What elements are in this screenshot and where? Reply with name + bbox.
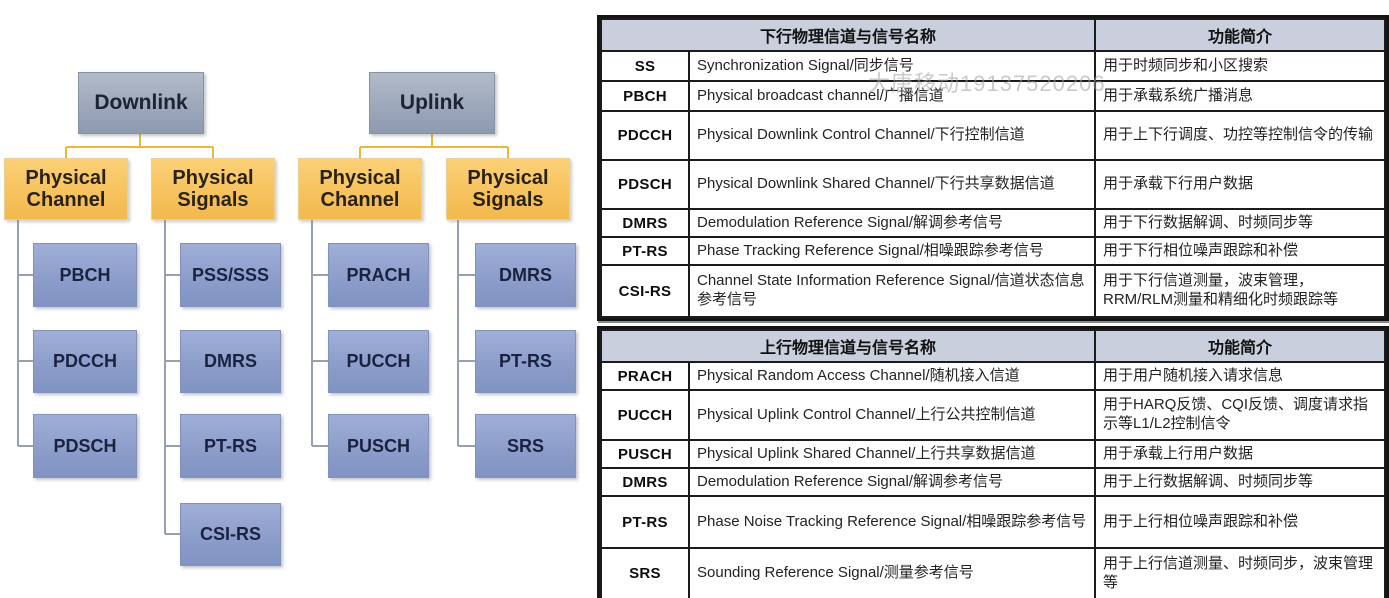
name-cell: Demodulation Reference Signal/解调参考信号 [687, 208, 1097, 238]
name-cell: Physical Uplink Shared Channel/上行共享数据信道 [687, 439, 1097, 469]
name-cell: Physical Downlink Shared Channel/下行共享数据信… [687, 159, 1097, 210]
node-prach: PRACH [328, 243, 429, 307]
uplink-table: 上行物理信道与信号名称 功能简介 PRACH Physical Random A… [597, 326, 1389, 598]
table-row: DMRS Demodulation Reference Signal/解调参考信… [600, 467, 1387, 497]
func-cell: 用于上行相位噪声跟踪和补偿 [1094, 495, 1387, 549]
func-cell: 用于HARQ反馈、CQI反馈、调度请求指示等L1/L2控制信令 [1094, 389, 1387, 441]
name-cell: Phase Noise Tracking Reference Signal/相噪… [687, 495, 1097, 549]
table-row: PDCCH Physical Downlink Control Channel/… [600, 110, 1387, 161]
name-cell: Sounding Reference Signal/测量参考信号 [687, 547, 1097, 598]
downlink-channel-signal-table: 下行物理信道与信号名称 功能简介 SS Synchronization Sign… [599, 18, 1387, 318]
table-row: PT-RS Phase Noise Tracking Reference Sig… [600, 495, 1387, 549]
table-row: PUSCH Physical Uplink Shared Channel/上行共… [600, 439, 1387, 469]
func-cell: 用于承载上行用户数据 [1094, 439, 1387, 469]
name-cell: Physical broadcast channel/广播信道 [687, 80, 1097, 112]
func-cell: 用于上下行调度、功控等控制信令的传输 [1094, 110, 1387, 161]
channel-signal-tree-diagram: Downlink Physical Channel Physical Signa… [0, 0, 597, 598]
uplink-name-header: 上行物理信道与信号名称 [599, 329, 1097, 363]
table-row: PBCH Physical broadcast channel/广播信道 用于承… [600, 80, 1387, 112]
name-cell: Channel State Information Reference Sign… [687, 264, 1097, 318]
func-cell: 用于用户随机接入请求信息 [1094, 361, 1387, 391]
abbr-cell: PDSCH [600, 159, 690, 210]
table-header-row: 下行物理信道与信号名称 功能简介 [599, 18, 1387, 52]
name-cell: Physical Downlink Control Channel/下行控制信道 [687, 110, 1097, 161]
downlink-func-header: 功能简介 [1094, 18, 1387, 52]
table-row: PT-RS Phase Tracking Reference Signal/相噪… [600, 236, 1387, 266]
uplink-channel-signal-table: 上行物理信道与信号名称 功能简介 PRACH Physical Random A… [599, 329, 1387, 598]
node-srs: SRS [475, 414, 576, 478]
func-cell: 用于下行数据解调、时频同步等 [1094, 208, 1387, 238]
func-cell: 用于承载系统广播消息 [1094, 80, 1387, 112]
abbr-cell: PBCH [600, 80, 690, 112]
abbr-cell: SRS [600, 547, 690, 598]
abbr-cell: PT-RS [600, 495, 690, 549]
abbr-cell: DMRS [600, 208, 690, 238]
node-downlink: Downlink [78, 72, 204, 134]
func-cell: 用于上行数据解调、时频同步等 [1094, 467, 1387, 497]
node-dl-pt-rs: PT-RS [180, 414, 281, 478]
func-cell: 用于时频同步和小区搜索 [1094, 50, 1387, 82]
downlink-table: 下行物理信道与信号名称 功能简介 SS Synchronization Sign… [597, 15, 1389, 321]
downlink-name-header: 下行物理信道与信号名称 [599, 18, 1097, 52]
node-dl-physical-signals: Physical Signals [151, 158, 275, 220]
node-dl-dmrs: DMRS [180, 330, 281, 393]
func-cell: 用于承载下行用户数据 [1094, 159, 1387, 210]
node-pucch: PUCCH [328, 330, 429, 393]
node-pdsch: PDSCH [33, 414, 137, 478]
node-ul-physical-channel: Physical Channel [298, 158, 422, 220]
node-pdcch: PDCCH [33, 330, 137, 393]
tree-connector-lines [17, 134, 509, 535]
node-pbch: PBCH [33, 243, 137, 307]
func-cell: 用于下行相位噪声跟踪和补偿 [1094, 236, 1387, 266]
node-uplink: Uplink [369, 72, 495, 134]
node-pss-sss: PSS/SSS [180, 243, 281, 307]
abbr-cell: DMRS [600, 467, 690, 497]
node-ul-physical-signals: Physical Signals [446, 158, 570, 220]
uplink-func-header: 功能简介 [1094, 329, 1387, 363]
table-row: PUCCH Physical Uplink Control Channel/上行… [600, 389, 1387, 441]
abbr-cell: PRACH [600, 361, 690, 391]
abbr-cell: PDCCH [600, 110, 690, 161]
abbr-cell: SS [600, 50, 690, 82]
func-cell: 用于上行信道测量、时频同步，波束管理等 [1094, 547, 1387, 598]
table-row: SS Synchronization Signal/同步信号 用于时频同步和小区… [600, 50, 1387, 82]
table-row: SRS Sounding Reference Signal/测量参考信号 用于上… [600, 547, 1387, 598]
node-ul-pt-rs: PT-RS [475, 330, 576, 393]
table-header-row: 上行物理信道与信号名称 功能简介 [599, 329, 1387, 363]
name-cell: Phase Tracking Reference Signal/相噪跟踪参考信号 [687, 236, 1097, 266]
func-cell: 用于下行信道测量，波束管理，RRM/RLM测量和精细化时频跟踪等 [1094, 264, 1387, 318]
table-row: PDSCH Physical Downlink Shared Channel/下… [600, 159, 1387, 210]
node-pusch: PUSCH [328, 414, 429, 478]
node-dl-physical-channel: Physical Channel [4, 158, 128, 220]
node-csi-rs: CSI-RS [180, 503, 281, 566]
node-ul-dmrs: DMRS [475, 243, 576, 307]
table-row: CSI-RS Channel State Information Referen… [600, 264, 1387, 318]
table-row: DMRS Demodulation Reference Signal/解调参考信… [600, 208, 1387, 238]
name-cell: Physical Uplink Control Channel/上行公共控制信道 [687, 389, 1097, 441]
name-cell: Synchronization Signal/同步信号 [687, 50, 1097, 82]
abbr-cell: PT-RS [600, 236, 690, 266]
abbr-cell: PUSCH [600, 439, 690, 469]
abbr-cell: CSI-RS [600, 264, 690, 318]
name-cell: Demodulation Reference Signal/解调参考信号 [687, 467, 1097, 497]
table-row: PRACH Physical Random Access Channel/随机接… [600, 361, 1387, 391]
abbr-cell: PUCCH [600, 389, 690, 441]
name-cell: Physical Random Access Channel/随机接入信道 [687, 361, 1097, 391]
